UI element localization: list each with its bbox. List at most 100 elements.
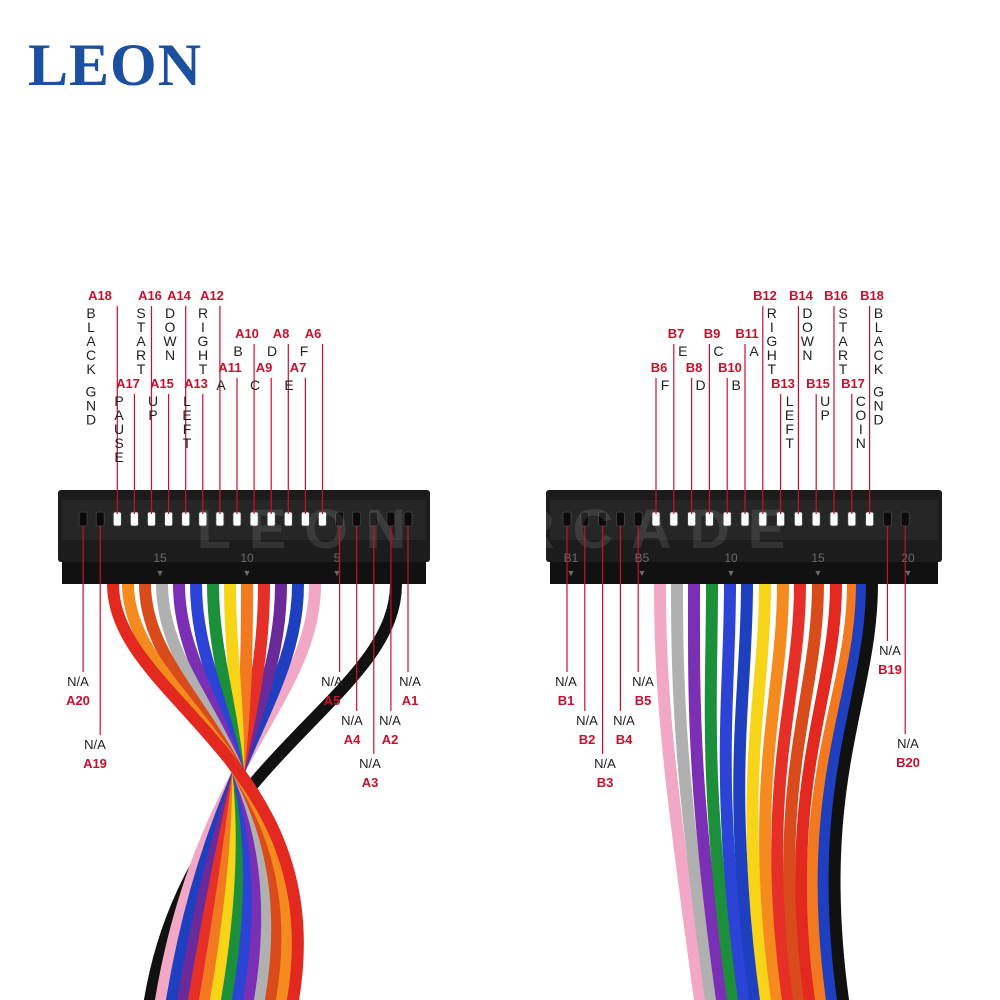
signal-label-b14-char: W xyxy=(801,333,815,349)
connector-a-wire xyxy=(107,578,304,1000)
connector-a-labels: A18BLACKGNDA17PAUSEA16STARTA15UPA14DOWNA… xyxy=(66,288,421,790)
pin-label-a3: A3 xyxy=(362,775,379,790)
signal-label-a15: UP xyxy=(148,393,158,423)
pin-label-a8: A8 xyxy=(273,326,290,341)
signal-label-a13-char: E xyxy=(182,407,191,423)
pin-label-a12: A12 xyxy=(200,288,224,303)
brand-watermark: LEON ARCADE xyxy=(197,497,804,560)
signal-label-b12-char: G xyxy=(766,333,777,349)
connector-b-wire xyxy=(671,578,717,1000)
connector-b-terminal xyxy=(847,511,857,527)
signal-label-a10: B xyxy=(233,343,242,359)
signal-label-b17-char: C xyxy=(856,393,866,409)
signal-label-b12-char: I xyxy=(770,319,774,335)
signal-label-a12-char: T xyxy=(199,361,208,377)
connector-a-scale-arrow: ▼ xyxy=(333,568,342,578)
connector-b-terminal xyxy=(883,511,892,527)
connector-a-terminal xyxy=(147,511,156,527)
pin-label-b11: B11 xyxy=(735,326,758,341)
signal-label-b13-char: F xyxy=(785,421,794,437)
pin-label-a1: A1 xyxy=(402,693,419,708)
connector-b-scale-mark: 10 xyxy=(724,551,738,565)
signal-label-a9: C xyxy=(250,377,260,393)
signal-label-b10: B xyxy=(732,377,741,393)
signal-label-b14-char: D xyxy=(802,305,812,321)
signal-label-a12-char: G xyxy=(198,333,209,349)
signal-label-a16-char: R xyxy=(136,347,146,363)
pin-label-b16: B16 xyxy=(824,288,848,303)
connector-b-terminal xyxy=(865,511,874,527)
signal-label-b19: N/A xyxy=(879,643,901,658)
pin-label-a16: A16 xyxy=(138,288,162,303)
signal-label-a14-char: O xyxy=(165,319,176,335)
pin-label-b6: B6 xyxy=(651,360,668,375)
connector-b-scale-arrow: ▼ xyxy=(638,568,647,578)
pin-label-b12: B12 xyxy=(753,288,777,303)
connector-b-terminal xyxy=(811,511,821,527)
signal-label-b14-char: N xyxy=(802,347,812,363)
signal-label-a17-char: U xyxy=(114,421,124,437)
connector-b-housing: B1▼B5▼10▼15▼20▼ xyxy=(546,490,942,584)
signal-label-b16-char: S xyxy=(838,305,847,321)
connector-a-scale-mark: 10 xyxy=(240,551,254,565)
brand-logo: LEON xyxy=(28,30,218,100)
connector-a-scale-arrow: ▼ xyxy=(156,568,165,578)
pin-label-a18: A18 xyxy=(88,288,112,303)
pin-label-a4: A4 xyxy=(344,732,361,747)
signal-label-b18-char: K xyxy=(874,361,884,377)
connector-b-wire xyxy=(817,578,868,1000)
signal-label-b11: A xyxy=(749,343,759,359)
pin-label-a9: A9 xyxy=(256,360,273,375)
pin-label-b19: B19 xyxy=(878,662,902,677)
signal-label-b16-char: T xyxy=(839,361,848,377)
connector-b-wire xyxy=(704,578,739,1000)
signal-label-b4: N/A xyxy=(613,713,635,728)
signal-label-a13-char: L xyxy=(183,393,191,409)
connector-b-wire xyxy=(733,578,761,1000)
signal-label-a16-char: T xyxy=(137,319,146,335)
signal-label-a18-char: G xyxy=(86,383,97,399)
connector-a-scale-mark: 15 xyxy=(153,551,167,565)
pin-label-a7: A7 xyxy=(290,360,307,375)
signal-label-a18-char: C xyxy=(86,347,96,363)
signal-label-a12-char: H xyxy=(198,347,208,363)
pin-label-a2: A2 xyxy=(382,732,399,747)
signal-label-a17-char: E xyxy=(114,449,123,465)
signal-label-b15-char: P xyxy=(821,407,830,423)
connector-b-scale-arrow: ▼ xyxy=(904,568,913,578)
pin-label-b20: B20 xyxy=(896,755,920,770)
signal-label-b12-char: T xyxy=(768,361,777,377)
signal-label-b18-char: G xyxy=(873,383,884,399)
signal-label-a16-char: A xyxy=(136,333,146,349)
signal-label-b18-char: D xyxy=(874,411,884,427)
signal-label-b18-char: C xyxy=(874,347,884,363)
signal-label-b12-char: R xyxy=(767,305,777,321)
signal-label-a15-char: U xyxy=(148,393,158,409)
signal-label-a17-char: S xyxy=(114,435,123,451)
connector-b-wire xyxy=(771,578,806,1000)
pin-label-a19: A19 xyxy=(83,756,107,771)
connector-b-wire xyxy=(719,578,750,1000)
pin-label-a17: A17 xyxy=(116,376,140,391)
pin-label-a20: A20 xyxy=(66,693,90,708)
signal-label-a19: N/A xyxy=(84,737,106,752)
signal-label-a18-char: N xyxy=(86,397,96,413)
connector-a-terminal xyxy=(112,511,122,527)
pin-label-b9: B9 xyxy=(704,326,721,341)
signal-label-a7: E xyxy=(284,377,293,393)
connector-b-wire xyxy=(828,578,878,1000)
connector-a-wires xyxy=(107,578,402,1000)
pin-label-a6: A6 xyxy=(305,326,322,341)
signal-label-b7: E xyxy=(678,343,687,359)
signal-label-b9: C xyxy=(713,343,723,359)
signal-label-b16-char: T xyxy=(839,319,848,335)
signal-label-a16-char: S xyxy=(136,305,145,321)
